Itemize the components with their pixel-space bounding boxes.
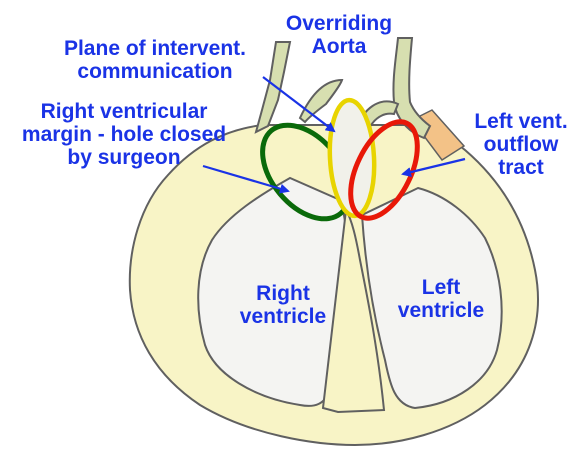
label-left-outflow-tract: Left vent. outflow tract [462, 110, 580, 179]
label-left-ventricle: Left ventricle [386, 276, 496, 322]
label-right-ventricle: Right ventricle [228, 282, 338, 328]
label-overriding-aorta: Overriding Aorta [274, 12, 404, 58]
label-plane-of-communication: Plane of intervent. communication [50, 37, 260, 83]
label-right-ventricular-margin: Right ventricular margin - hole closed b… [6, 100, 242, 169]
